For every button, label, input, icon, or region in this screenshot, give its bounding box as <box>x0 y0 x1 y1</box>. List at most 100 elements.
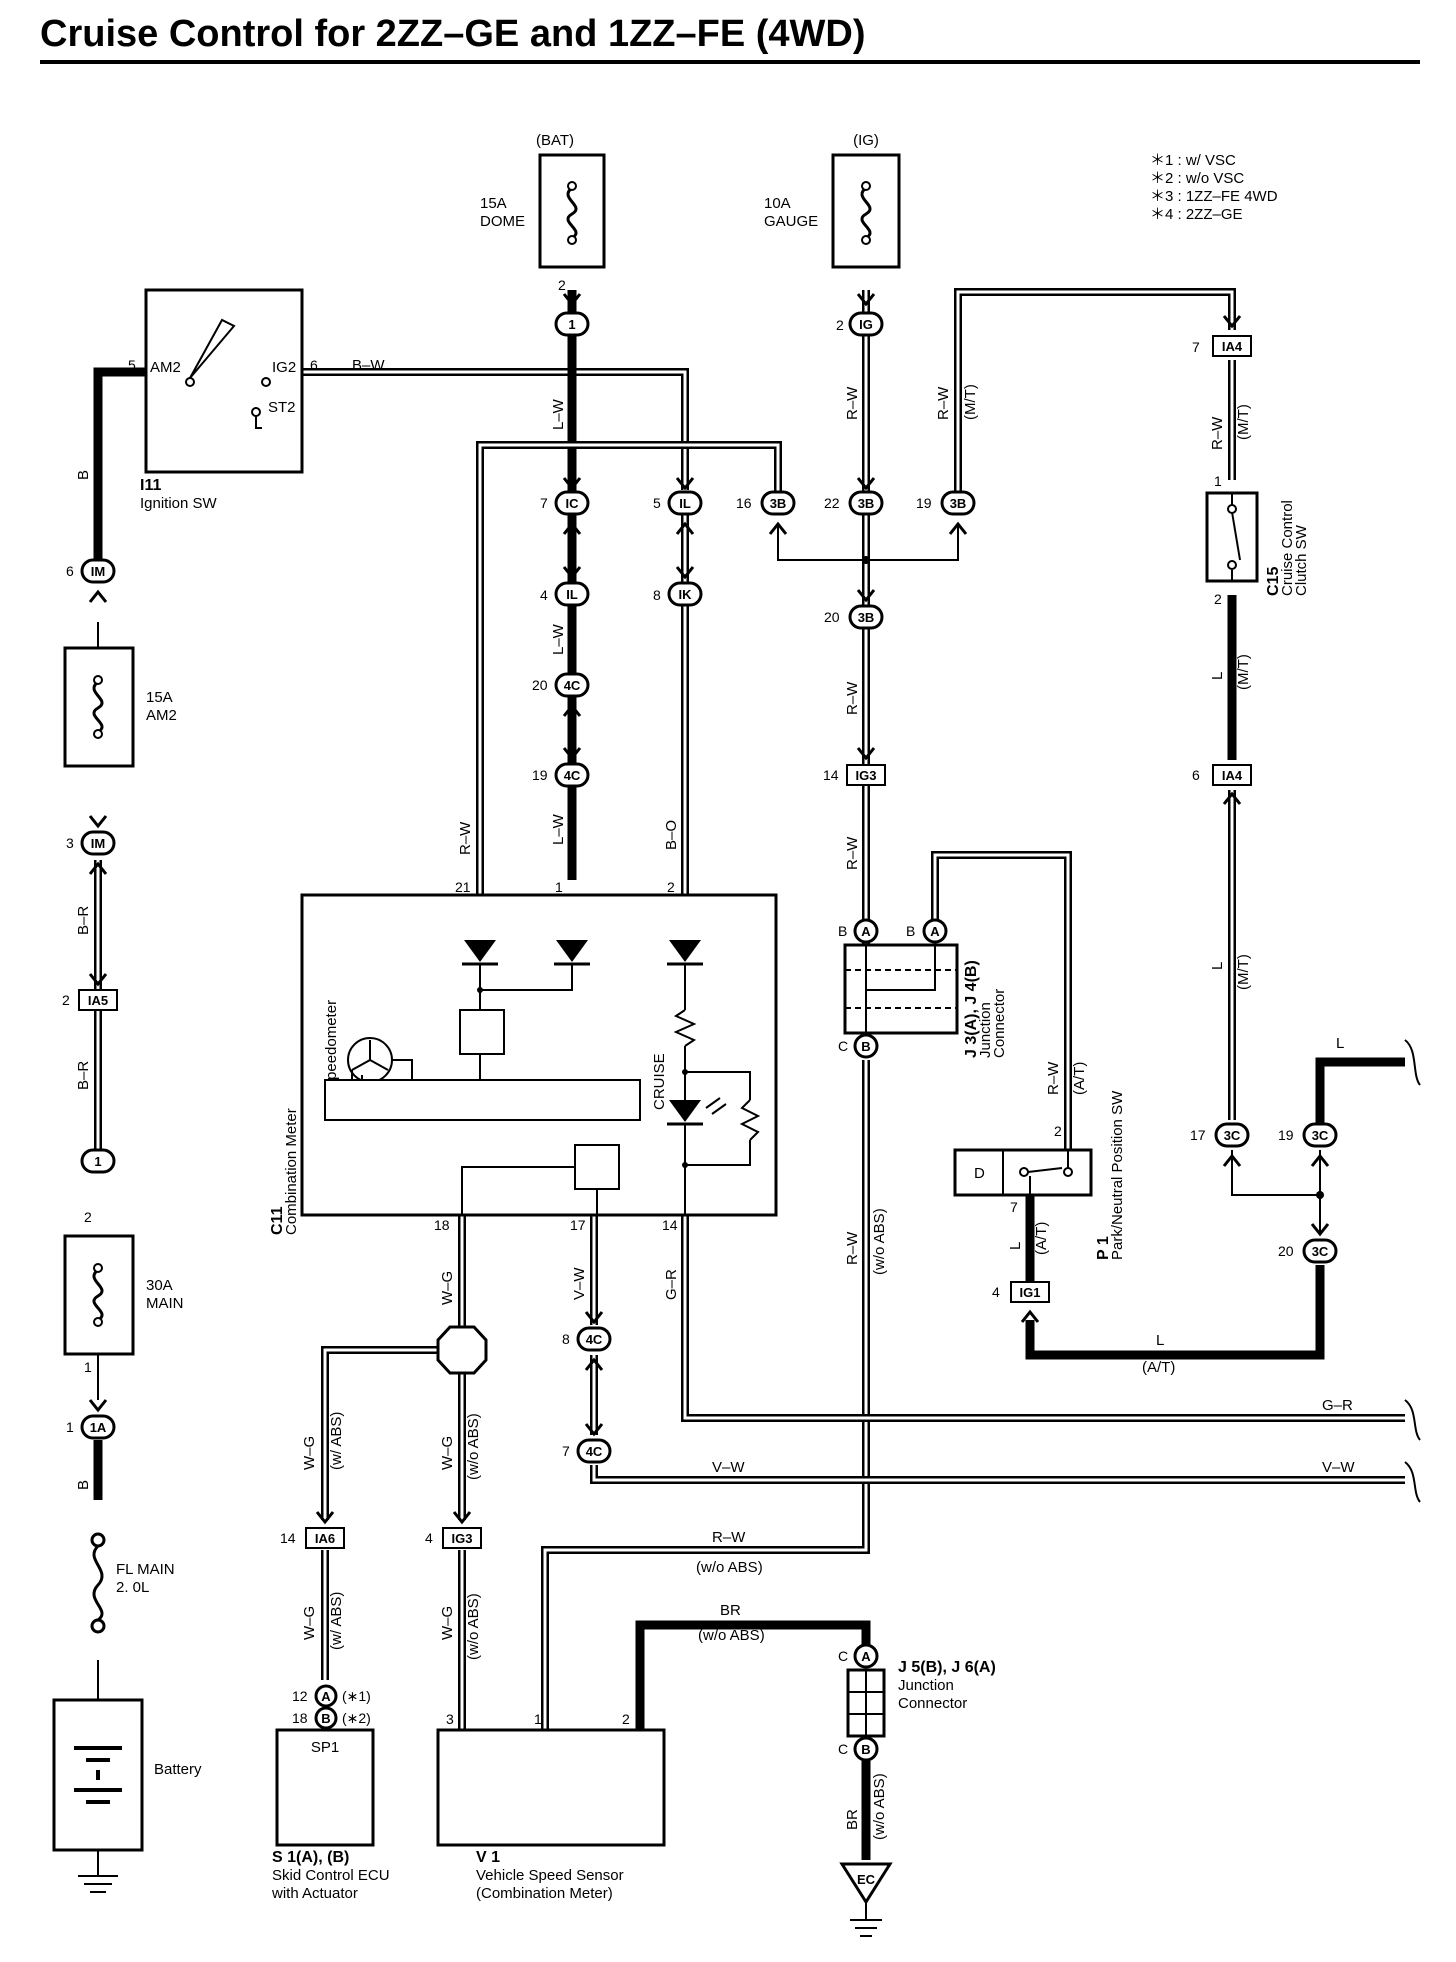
wire-label-mt-4: (M/T) <box>1235 954 1252 990</box>
gauge-fuse-rating: 10A <box>764 195 791 212</box>
pns-pin-2: 2 <box>1054 1123 1062 1139</box>
clutch-name-1: Cruise Control <box>1279 500 1296 596</box>
svg-text:3B: 3B <box>770 496 787 511</box>
dome-fuse-name: DOME <box>480 213 525 230</box>
v1-pin-1: 1 <box>534 1711 542 1727</box>
ig3-pin-14: 14 <box>823 767 839 783</box>
wire-label-l-4: L <box>1007 1242 1024 1250</box>
ia6-pin-14: 14 <box>280 1530 296 1546</box>
conn-3b-20: 3B <box>848 604 884 630</box>
sp1-conn-b: B <box>314 1706 338 1730</box>
resistor-icon <box>673 1009 697 1047</box>
wire-label-woabs-3: (w/o ABS) <box>698 1627 765 1644</box>
note-4: ＊4 : 2ZZ–GE <box>1150 206 1243 223</box>
wire-label-rw-at: R–W <box>1045 1061 1062 1095</box>
skid-ecu-name-2: with Actuator <box>271 1885 358 1902</box>
wire-label-mt-2: (M/T) <box>1235 404 1252 440</box>
ig-pin-5: 5 <box>128 357 136 373</box>
wire-label-woabs-5: (w/o ABS) <box>465 1413 482 1480</box>
wire-label-rw-meter: R–W <box>457 821 474 855</box>
j3-b-label: B <box>838 923 847 939</box>
st2-terminal: ST2 <box>268 399 296 416</box>
wire-l-right <box>1315 1057 1405 1125</box>
diagram-title: Cruise Control for 2ZZ–GE and 1ZZ–FE (4W… <box>40 13 866 55</box>
ig3-pin-4: 4 <box>425 1530 433 1546</box>
svg-text:3B: 3B <box>950 496 967 511</box>
pns-pin-7: 7 <box>1010 1199 1018 1215</box>
main-fuse-box <box>63 1234 135 1356</box>
wire-vw-3-inner <box>592 1465 1405 1482</box>
conn-ic: IC <box>554 490 590 516</box>
wire-label-vw-3: V–W <box>1322 1459 1355 1476</box>
cruise-label: CRUISE <box>651 1053 668 1110</box>
wire-label-woabs-1: (w/o ABS) <box>871 1208 888 1275</box>
svg-text:3C: 3C <box>1312 1128 1329 1143</box>
wire-label-at-2: (A/T) <box>1033 1222 1050 1255</box>
wire-rw-mt-outer <box>954 288 1236 492</box>
svg-text:4C: 4C <box>564 678 581 693</box>
conn-left-1: 1 <box>80 1148 116 1174</box>
wire-label-br1: B–R <box>75 906 92 935</box>
wire-label-wg-4: W–G <box>301 1606 318 1640</box>
sp1-pin-18: 18 <box>292 1710 308 1726</box>
j3-c-label: C <box>838 1038 848 1054</box>
wire-label-b1: B <box>75 470 92 480</box>
4c-pin-19: 19 <box>532 767 548 783</box>
wire-label-woabs-2: (w/o ABS) <box>696 1559 763 1576</box>
il-pin: 5 <box>653 495 661 511</box>
3c-pin-19: 19 <box>1278 1127 1294 1143</box>
ignition-name: Ignition SW <box>140 495 218 512</box>
v1-name: Vehicle Speed Sensor <box>476 1867 624 1884</box>
conn-ig3-top: IG3 <box>846 764 886 786</box>
3b-pin-16: 16 <box>736 495 752 511</box>
skid-ecu-box <box>275 1728 375 1847</box>
title-bar: Cruise Control for 2ZZ–GE and 1ZZ–FE (4W… <box>40 8 1420 64</box>
wire-label-l-3: L <box>1336 1035 1344 1052</box>
conn-ia5: IA5 <box>78 989 118 1011</box>
wire-rw-woabs-inner <box>543 1060 868 1730</box>
wire-b-am2 <box>93 367 146 560</box>
il-pin-4: 4 <box>540 587 548 603</box>
ignition-switch-box <box>144 288 304 474</box>
junction-j3-name-1: Junction <box>977 1002 994 1058</box>
note-2: ＊2 : w/o VSC <box>1150 170 1244 187</box>
sp1-pin-12: 12 <box>292 1688 308 1704</box>
svg-text:4C: 4C <box>586 1444 603 1459</box>
conn-gauge-ig: IG <box>848 311 884 337</box>
resistor-2-icon <box>739 1099 761 1141</box>
wire-rw-mt-inner <box>956 290 1234 492</box>
wire-3c-branch <box>1231 1150 1321 1235</box>
sp1-conn-a: A <box>314 1684 338 1708</box>
j4-b-label: B <box>906 923 915 939</box>
svg-text:A: A <box>321 1689 331 1704</box>
wire-label-vw-1: V–W <box>571 1267 588 1300</box>
im-pin-6: 6 <box>66 563 74 579</box>
svg-text:A: A <box>861 924 871 939</box>
wire-label-woabs-6: (w/o ABS) <box>465 1593 482 1660</box>
wire-label-rw-5: R–W <box>712 1529 746 1546</box>
wire-label-bo: B–O <box>663 820 680 850</box>
conn-ig3-bot: IG3 <box>442 1527 482 1549</box>
conn-3b-19: 3B <box>940 490 976 516</box>
wire-label-lw3: L–W <box>550 813 567 845</box>
v1-subname: (Combination Meter) <box>476 1885 613 1902</box>
ignition-code: I11 <box>140 477 161 494</box>
svg-text:IG1: IG1 <box>1020 1285 1041 1300</box>
dome-fuse-rating: 15A <box>480 195 507 212</box>
conn-3b-22: 3B <box>848 490 884 516</box>
wire-bw-outer <box>296 368 689 490</box>
svg-text:IM: IM <box>91 564 105 579</box>
battery-icon <box>74 1746 122 1804</box>
ia5-pin-2: 2 <box>62 992 70 1008</box>
conn-3c-20: 3C <box>1302 1238 1338 1264</box>
meter-name: Combination Meter <box>283 1108 300 1235</box>
wire-label-lw1: L–W <box>550 398 567 430</box>
j5-c-top: C <box>838 1648 848 1664</box>
clutch-code: C15 <box>1265 567 1282 596</box>
conn-ia4-mid: IA4 <box>1212 764 1252 786</box>
wire-label-l-2: L <box>1209 962 1226 970</box>
ia4-pin-6: 6 <box>1192 767 1200 783</box>
conn-ia6: IA6 <box>305 1527 345 1549</box>
conn-il: IL <box>554 581 590 607</box>
